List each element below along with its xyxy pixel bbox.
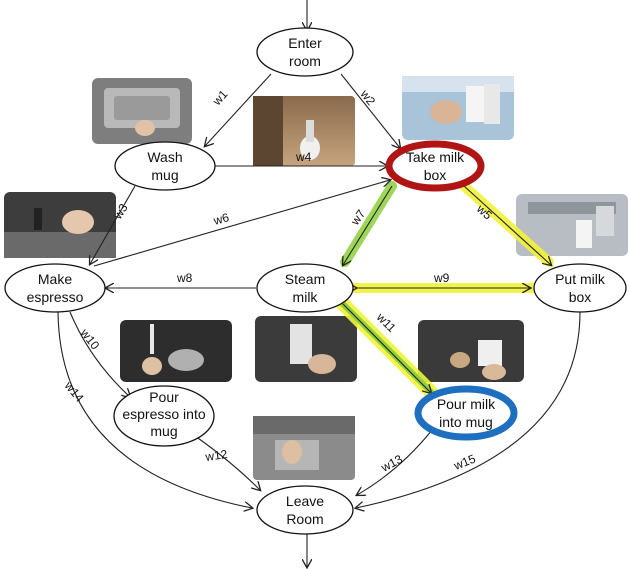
edge-w12: [194, 435, 260, 490]
node-make-espresso: Make espresso: [4, 263, 106, 313]
edge-w3: [90, 185, 136, 264]
node-leave-room: Leave Room: [256, 485, 354, 535]
node-pour-espresso: Pour espresso into mug: [113, 385, 215, 447]
node-label: mug: [150, 423, 177, 439]
node-label: Take milk: [406, 149, 465, 165]
node-enter-room: Enter room: [256, 27, 354, 77]
node-label: Wash: [147, 149, 182, 165]
node-label: milk: [293, 289, 319, 305]
thumb-take-milk-box: [402, 76, 514, 140]
node-label: into mug: [439, 414, 493, 430]
edge-w7: [343, 185, 393, 265]
edge-label-w12: w12: [203, 447, 228, 464]
edge-label-w4: w4: [295, 150, 312, 164]
node-pour-milk: Pour milk into mug: [414, 385, 518, 441]
edge-w6: [93, 180, 390, 267]
node-take-milk-box: Take milk box: [385, 140, 485, 192]
edges: [57, 0, 581, 567]
thumb-wash-mug: [92, 78, 192, 144]
edge-label-w15: w15: [451, 451, 478, 473]
thumb-enter-room: [253, 96, 355, 166]
edge-label-w8: w8: [176, 271, 193, 285]
node-label: Room: [286, 511, 323, 527]
thumb-leave-room: [253, 416, 355, 480]
edge-label-w1: w1: [209, 87, 231, 109]
node-label: espresso into: [122, 406, 205, 422]
edge-w2: [340, 73, 400, 148]
node-label: room: [289, 53, 321, 69]
node-label: Put milk: [555, 271, 606, 287]
edge-w10: [69, 311, 130, 397]
node-steam-milk: Steam milk: [256, 263, 354, 313]
edge-label-w6: w6: [211, 210, 231, 228]
thumb-pour-espresso: [120, 320, 232, 382]
node-label: Pour milk: [437, 396, 496, 412]
edge-label-w9: w9: [433, 271, 450, 285]
node-label: mug: [151, 167, 178, 183]
node-label: Pour: [149, 389, 179, 405]
node-label: box: [569, 289, 592, 305]
edge-w15: [356, 311, 581, 508]
edge-label-w10: w10: [77, 325, 102, 352]
node-put-milk-box: Put milk box: [533, 263, 627, 313]
edge-label-w2: w2: [357, 86, 378, 108]
edge-w1: [205, 73, 272, 146]
edge-w11: [342, 303, 431, 393]
edge-w13: [357, 429, 433, 495]
node-label: espresso: [27, 289, 84, 305]
thumb-make-espresso: [4, 192, 116, 258]
node-label: Enter: [288, 35, 322, 51]
thumb-steam-milk: [255, 316, 357, 382]
node-label: Steam: [285, 271, 325, 287]
thumb-put-milk-box: [516, 194, 628, 256]
node-wash-mug: Wash mug: [114, 141, 216, 191]
edge-w14: [57, 311, 252, 508]
edge-label-w14: w14: [61, 378, 87, 405]
edge-w5: [463, 185, 551, 265]
node-label: Make: [38, 271, 72, 287]
node-label: Leave: [286, 493, 324, 509]
node-label: box: [424, 167, 447, 183]
thumb-pour-milk: [418, 320, 524, 382]
